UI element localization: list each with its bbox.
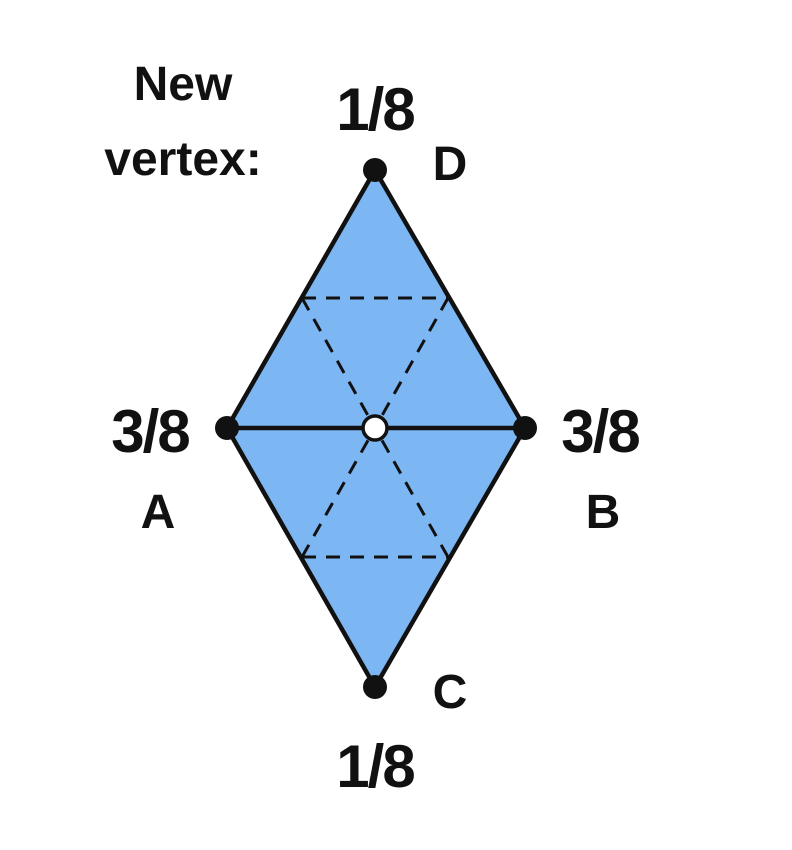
dashed-subdivision-lines [300,296,450,559]
dashed-line-lower-right-diagonal [373,427,450,558]
vertex-name-a: A [141,486,176,539]
caption-line-1: New [134,58,233,111]
caption-line-2: vertex: [104,133,261,186]
weight-b: 3/8 [561,398,639,465]
vertex-d-dot [363,158,387,182]
vertex-c-dot [363,675,387,699]
new-vertex-dot [361,414,389,442]
dashed-line-upper-left-diagonal [300,297,377,429]
weight-c: 1/8 [336,733,414,800]
vertex-name-c: C [433,666,468,719]
vertex-name-d: D [433,138,468,191]
weight-a: 3/8 [111,398,189,465]
weight-d: 1/8 [336,76,414,143]
vertex-a-dot [215,416,239,440]
dashed-line-upper-right-diagonal [373,297,450,429]
vertex-name-b: B [586,486,621,539]
dashed-line-lower-left-diagonal [300,427,377,558]
vertex-b-dot [513,416,537,440]
